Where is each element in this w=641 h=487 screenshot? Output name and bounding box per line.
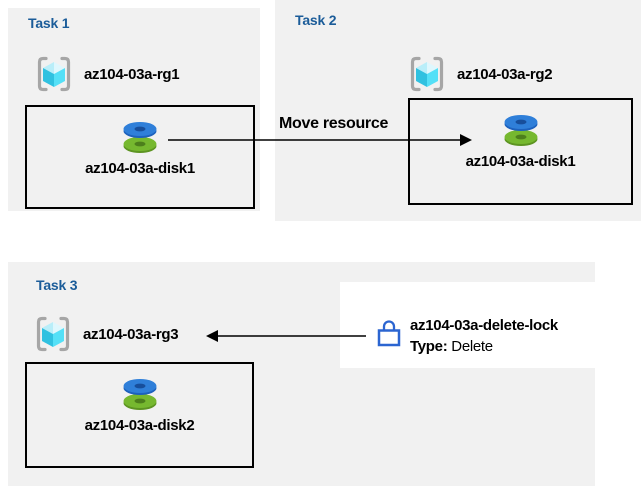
task1-rg-label: az104-03a-rg1 — [84, 65, 180, 83]
managed-disk-icon — [123, 122, 157, 153]
lock-type-key: Type: — [410, 338, 448, 355]
panel-task1: Task 1 az104-03a-rg1 az104-03a-disk1 — [8, 8, 260, 211]
lock-arrow — [206, 330, 366, 342]
task3-resource-group: az104-03a-rg3 — [34, 315, 179, 353]
lock-type-line: Type: Delete — [410, 336, 558, 357]
task3-title: Task 3 — [36, 277, 78, 293]
task3-disk-label: az104-03a-disk2 — [84, 417, 195, 434]
task2-rg-label: az104-03a-rg2 — [457, 65, 553, 83]
resource-group-icon — [37, 56, 71, 92]
task3-rg-label: az104-03a-rg3 — [83, 325, 179, 343]
move-arrow — [168, 134, 472, 146]
task1-disk-label: az104-03a-disk1 — [85, 160, 195, 177]
panel-task2: Task 2 az104-03a-rg2 az104-03a-disk1 — [275, 0, 641, 221]
lock-name-label: az104-03a-delete-lock — [410, 317, 558, 334]
managed-disk-icon — [504, 115, 537, 146]
lock-annotation: az104-03a-delete-lock Type: Delete — [410, 315, 558, 357]
task1-title: Task 1 — [28, 15, 70, 31]
delete-lock-icon — [374, 313, 404, 352]
task1-resource-box: az104-03a-disk1 — [25, 105, 255, 209]
task2-title: Task 2 — [295, 12, 337, 28]
lock-type-value: Delete — [451, 338, 493, 355]
resource-group-icon — [36, 316, 70, 352]
task2-resource-box: az104-03a-disk1 — [408, 98, 633, 205]
managed-disk-icon — [123, 379, 156, 410]
task2-resource-group: az104-03a-rg2 — [408, 55, 553, 93]
task1-resource-group: az104-03a-rg1 — [35, 55, 180, 93]
move-arrow-label: Move resource — [279, 115, 389, 132]
task2-disk-label: az104-03a-disk1 — [465, 153, 576, 170]
task3-resource-box: az104-03a-disk2 — [25, 362, 254, 468]
resource-group-icon — [410, 56, 444, 92]
